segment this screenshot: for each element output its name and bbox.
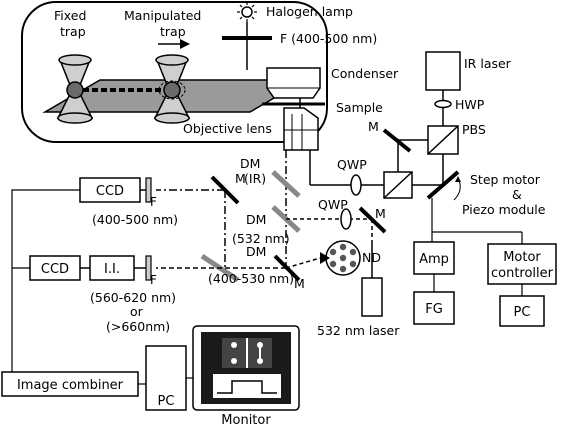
monitor-label: Monitor xyxy=(221,413,271,428)
dm-400-530-label-2: (400-530 nm) xyxy=(208,271,294,286)
qwp-lower-label: QWP xyxy=(318,197,348,212)
ccd-lower-label: CCD xyxy=(41,262,69,277)
filter-top-label: F (400-500 nm) xyxy=(280,31,377,46)
laser-532 xyxy=(361,277,383,317)
function-generator xyxy=(413,291,455,325)
dm-ir-label-1: DM xyxy=(240,156,260,171)
filter-lower-range-2: or xyxy=(130,304,144,319)
motor-controller xyxy=(487,243,557,285)
mirror-top xyxy=(382,128,412,153)
monitor-plot-panel xyxy=(213,374,281,398)
image-combiner-label: Image combiner xyxy=(17,378,124,393)
motor-controller-label-1: Motor xyxy=(503,250,541,265)
fg-label: FG xyxy=(425,302,443,317)
wire-ccd-upper xyxy=(11,189,80,372)
ir-laser-label: IR laser xyxy=(464,56,512,71)
image-intensifier-label: I.I. xyxy=(104,262,120,277)
amp-label: Amp xyxy=(419,252,449,267)
pc-right xyxy=(499,295,545,327)
manipulated-trap-label-2: trap xyxy=(160,24,186,39)
ir-laser xyxy=(425,51,461,91)
image-intensifier xyxy=(89,255,135,281)
condenser-label: Condenser xyxy=(331,66,399,81)
halogen-lamp: Halogen lamp xyxy=(237,2,353,22)
dm-ir xyxy=(271,170,301,198)
objective-lens xyxy=(283,107,319,151)
mirror-upper-ccd-label: M xyxy=(235,171,246,186)
fixed-trap-label-1: Fixed xyxy=(54,8,86,23)
dm-ir-label-2: (IR) xyxy=(244,171,266,186)
pc-right-label: PC xyxy=(514,305,531,320)
pc-left-label: PC xyxy=(158,394,175,409)
filter-upper-label: F xyxy=(150,195,157,209)
dm-532-label-1: DM xyxy=(246,212,266,227)
step-motor-label-1: Step motor xyxy=(470,172,541,187)
lamp-icon xyxy=(241,6,253,18)
filter-lower-label: F xyxy=(150,273,157,287)
qwp-upper-label: QWP xyxy=(337,157,367,172)
image-combiner xyxy=(1,371,139,397)
laser-532-label: 532 nm laser xyxy=(317,323,400,338)
mirror-lower-label: M xyxy=(294,276,305,291)
dm-532-label-2: (532 nm) xyxy=(232,231,290,246)
dm-400-530-label-1: DM xyxy=(246,244,266,259)
fixed-trap-label-2: trap xyxy=(60,24,86,39)
monitor: Monitor xyxy=(192,325,300,428)
monitor-trace xyxy=(217,380,277,394)
halogen-lamp-label: Halogen lamp xyxy=(266,4,353,19)
pc-left xyxy=(145,345,187,411)
manipulated-bead xyxy=(163,81,181,99)
hwp xyxy=(434,99,452,109)
mirror-532-label: M xyxy=(375,206,386,221)
ccd-upper xyxy=(79,177,141,203)
pbs-label: PBS xyxy=(462,122,486,137)
filter-upper-range: (400-500 nm) xyxy=(92,212,178,227)
hwp-label: HWP xyxy=(455,97,485,112)
qwp-lower xyxy=(340,208,352,230)
sample-label: Sample xyxy=(336,100,383,115)
objective-lens-label: Objective lens xyxy=(183,121,272,136)
filter-lower-range-3: (>660nm) xyxy=(106,319,170,334)
filter-lower-range-1: (560-620 nm) xyxy=(90,290,176,305)
fixed-bead xyxy=(66,81,84,99)
motor-controller-label-2: controller xyxy=(491,266,554,281)
ccd-upper-label: CCD xyxy=(96,184,124,199)
condenser xyxy=(266,67,321,99)
mirror-top-label: M xyxy=(368,119,379,134)
manipulated-trap-label-1: Manipulated xyxy=(124,8,201,23)
qwp-upper xyxy=(350,174,362,196)
step-motor-label-3: Piezo module xyxy=(462,202,546,217)
nd-arrow xyxy=(320,252,330,264)
ccd-lower xyxy=(29,255,81,281)
step-motor-label-2: & xyxy=(512,187,522,202)
